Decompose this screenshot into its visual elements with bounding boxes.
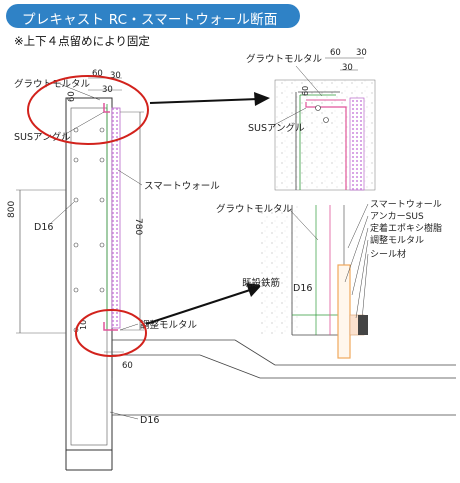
callout-ellipse-bottom (75, 309, 147, 357)
main-section: 800 780 60 30 30 60 10 60 グラウトモルタル SUSアン… (7, 69, 456, 471)
detail-seal (358, 315, 368, 335)
dim-10: 10 (79, 320, 88, 330)
detail-b-label-smartwall: スマートウォール (370, 199, 442, 210)
callout-ellipse-top (27, 75, 149, 145)
title-bar: プレキャスト RC・スマートウォール断面 (6, 4, 300, 28)
dim-60-left: 60 (67, 91, 77, 102)
smart-wall-panel (111, 107, 121, 329)
detail-b-label-anchor: アンカーSUS (370, 211, 424, 222)
detail-b-label-grout: グラウトモルタル (216, 203, 293, 215)
detail-b-label-existing-rebar: 既設鉄筋 (242, 277, 280, 289)
detail-dim-30b: 30 (342, 63, 353, 73)
detail-bottom: グラウトモルタル スマートウォール アンカーSUS 定着エポキシ樹脂 調整モルタ… (216, 199, 442, 359)
dim-30-top: 30 (110, 71, 121, 81)
arrow-to-bottom-detail (145, 289, 251, 325)
detail-b-label-adjust: 調整モルタル (370, 234, 424, 246)
dim-780: 780 (133, 218, 143, 235)
dim-800: 800 (7, 201, 17, 218)
detail-dim-60: 60 (330, 48, 341, 58)
sus-angle-bottom (103, 322, 118, 331)
dim-30-left: 30 (102, 85, 113, 95)
detail-label-sus: SUSアングル (248, 122, 305, 134)
rebar-dots (73, 127, 105, 333)
dim-60-bottom: 60 (122, 361, 133, 371)
label-smart-wall: スマートウォール (144, 181, 220, 192)
label-d16-left: D16 (34, 222, 53, 233)
precast-panel-outline (65, 97, 113, 451)
detail-anchor-sus (337, 264, 351, 359)
detail-b-label-epoxy: 定着エポキシ樹脂 (370, 222, 442, 234)
detail-smart-wall (349, 97, 365, 191)
detail-dim-30a: 30 (356, 48, 367, 58)
detail-label-grout: グラウトモルタル (246, 53, 323, 65)
page-title: プレキャスト RC・スマートウォール断面 (22, 12, 278, 28)
label-grout-mortar: グラウトモルタル (14, 78, 91, 90)
detail-b-label-seal: シール材 (370, 248, 406, 260)
dim-60-top: 60 (92, 69, 103, 79)
detail-sus-angle (305, 102, 347, 190)
detail-top: 60 30 30 60 グラウトモルタル SUSアングル (246, 48, 376, 191)
label-adjust-mortar: 調整モルタル (140, 319, 198, 331)
arrow-to-top-detail (149, 98, 259, 104)
detail-b-label-d16: D16 (293, 283, 312, 294)
detail-dim-60-side: 60 (301, 86, 310, 96)
fixing-note: ※上下４点留めにより固定 (14, 34, 150, 48)
label-d16-bottom: D16 (140, 415, 159, 426)
